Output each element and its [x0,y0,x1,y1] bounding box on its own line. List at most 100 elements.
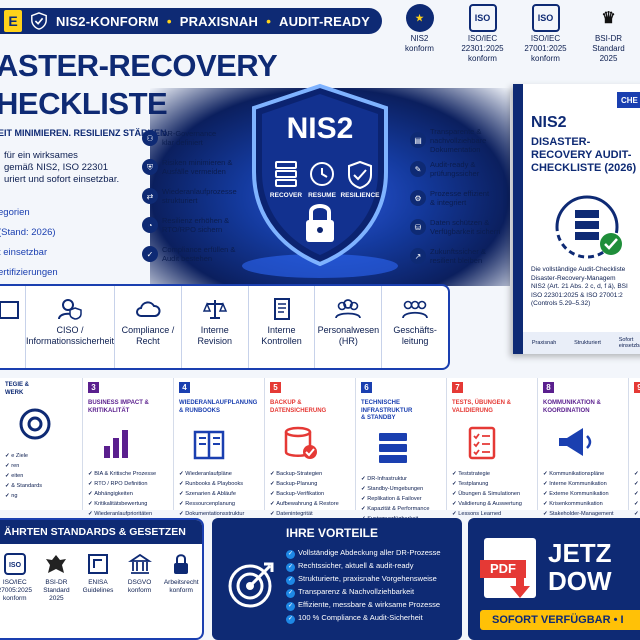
section-items: e Zielereneiten& Standardsng [5,451,79,501]
section-item: Runbooks & Playbooks [179,479,261,489]
advantage-label: 100 % Compliance & Audit-Sicherheit [298,613,423,622]
hero-item: ✓Compliance erfüllen & Audit bestehen [142,244,242,264]
section-item: Teststrategie [452,469,534,479]
section-card: 5BACKUP & DATENSICHERUNG Backup-Strategie… [265,378,356,517]
badge-iso27001: ISO ISO/IEC 27001:2025 konform [516,4,576,74]
section-card: 7TESTS, ÜBUNGEN & VALIDIERUNG Teststrateg… [447,378,538,517]
advantage-item: ✓Rechtssicher, aktuell & audit-ready [286,559,461,572]
advantage-label: Effiziente, messbare & wirksame Prozesse [298,600,440,609]
page-title-line1: ASTER-RECOVERY [0,48,278,83]
document-icon [273,298,290,320]
standard-label: ENISA Guidelines [82,579,114,594]
hero-item-label: Transparente & nachvollziehbare Dokument… [430,126,487,154]
section-card: TEGIE & WERK e Zielereneiten& Standardsng [0,378,83,510]
shield-graphic [242,83,398,278]
section-title: TECHNISCHE INFRASTRUKTUR & STANDBY [361,400,413,421]
hero-item: ▤Transparente & nachvollziehbare Dokumen… [410,127,510,154]
hero-item: ⛁Daten schützen & Verfügbarkeit sichern [410,217,510,237]
section-item: Interne Kommunikation [543,479,625,489]
badge-label: NIS2 konform [405,34,434,53]
role-item[interactable] [0,286,26,368]
feature-link[interactable]: t einsetzbar [0,247,48,258]
advantages-panel: IHRE VORTEILE ✓Vollständige Abdeckung al… [212,518,462,640]
enisa-icon [87,554,108,574]
section-item: Standby-Umgebungen [361,484,443,494]
section-title: BUSINESS IMPACT & KRITIKALITÄT [88,400,149,414]
lock-icon [306,204,334,242]
database-icon [284,426,317,459]
section-item: Übungen & Simulationen [452,489,534,499]
iso-icon: ISO [3,553,26,575]
database-icon: ⛁ [410,219,426,235]
section-items: WiederanlaufpläneRunbooks & PlaybooksSze… [179,469,261,519]
section-item: Backup-Strategien [270,469,352,479]
feature-link[interactable]: ertifizierungen [0,267,58,278]
section-item: eiten [5,471,79,481]
badge-label: ISO/IEC 22301:2025 konform [461,34,504,63]
role-item[interactable]: Interne Kontrollen [249,286,316,368]
section-item: Mo [634,469,640,479]
section-number: 3 [88,382,99,393]
section-item: & Standards [5,481,79,491]
role-label: Compliance / Recht [121,325,175,346]
section-number: 5 [270,382,281,393]
section-title: TEGIE & WERK [5,382,30,396]
hero-item: ◔Resilienz erhöhen & RTO/RPO sichern [142,215,242,235]
shield-label: RECOVER [269,192,303,199]
check-icon: ✓ [286,576,295,585]
badge-nis2: ★ NIS2 konform [390,4,450,74]
section-title: TESTS, ÜBUNGEN & VALIDIERUNG [452,400,512,414]
lock-icon [174,554,189,574]
iso-icon: ISO [531,4,560,32]
download-panel[interactable]: PDF JETZ DOW SOFORT VERFÜGBAR • I [468,518,640,640]
section-item: ren [5,461,79,471]
section-item: Kommunikationspläne [543,469,625,479]
document-icon: ▤ [410,132,426,148]
badge-label: ISO/IEC 27001:2025 konform [524,34,567,63]
shield-icon: ⛨ [142,159,158,175]
role-item[interactable]: Personalwesen (HR) [315,286,383,368]
role-label: CISO / Informationssicherheit [26,325,115,346]
server-icon [275,161,297,187]
role-item[interactable]: Interne Revision [182,286,249,368]
product-feature: Strukturiert [574,340,601,346]
server-icon [379,432,407,463]
role-label: Interne Revision [197,325,232,346]
section-number: 7 [452,382,463,393]
section-card: 9MoKoDoReSte [629,378,640,510]
section-item: Backup-Verifikation [270,489,352,499]
standard-label: BSI-DR Standard 2025 [43,579,70,602]
download-button[interactable]: SOFORT VERFÜGBAR • I [480,610,640,630]
hero-item-label: Zukunftssicher & resilient bleiben [430,247,486,265]
download-heading-line2: DOW [548,566,612,596]
role-item[interactable]: CISO / Informationssicherheit [26,286,116,368]
section-number: 6 [361,382,372,393]
section-card: 8KOMMUNIKATION & KOORDINATIONKommunikati… [538,378,629,517]
advantage-label: Strukturierte, praxisnahe Vorgehensweise [298,574,437,583]
tag-separator: • [166,13,172,29]
standard-item: ENISA Guidelines [79,552,117,603]
clipboard-icon [468,426,496,460]
role-item[interactable]: Compliance / Recht [115,286,182,368]
scales-icon [202,300,227,319]
nis2-shield: NIS2 RECOVER RESUME RESILIENCE [236,80,404,280]
intro-text: für ein wirksames gemäß NIS2, ISO 22301 … [4,150,120,185]
growth-icon: ↗ [410,248,426,264]
feature-link[interactable]: egorien [0,207,30,218]
section-item: Dokumentationsstruktur [179,509,261,519]
role-item[interactable]: Geschäfts- leitung [382,286,448,368]
advantages-list: ✓Vollständige Abdeckung aller DR-Prozess… [286,546,461,624]
section-title: BACKUP & DATENSICHERUNG [270,400,327,414]
gauge-icon: ◔ [142,217,158,233]
team-icon [402,300,429,319]
advantage-item: ✓Strukturierte, praxisnahe Vorgehensweis… [286,572,461,585]
feature-links: egorien (Stand: 2026) t einsetzbar ertif… [0,203,148,283]
target-roles-bar: CISO / Informationssicherheit Compliance… [0,284,450,370]
section-item: Wiederanlaufpläne [179,469,261,479]
feature-link[interactable]: (Stand: 2026) [0,227,56,238]
role-label: Personalwesen (HR) [317,325,380,346]
hero-item: ⇄Wiederanlaufprozesse strukturiert [142,186,242,206]
section-items: DR-InfrastrukturStandby-UmgebungenReplik… [361,474,443,524]
